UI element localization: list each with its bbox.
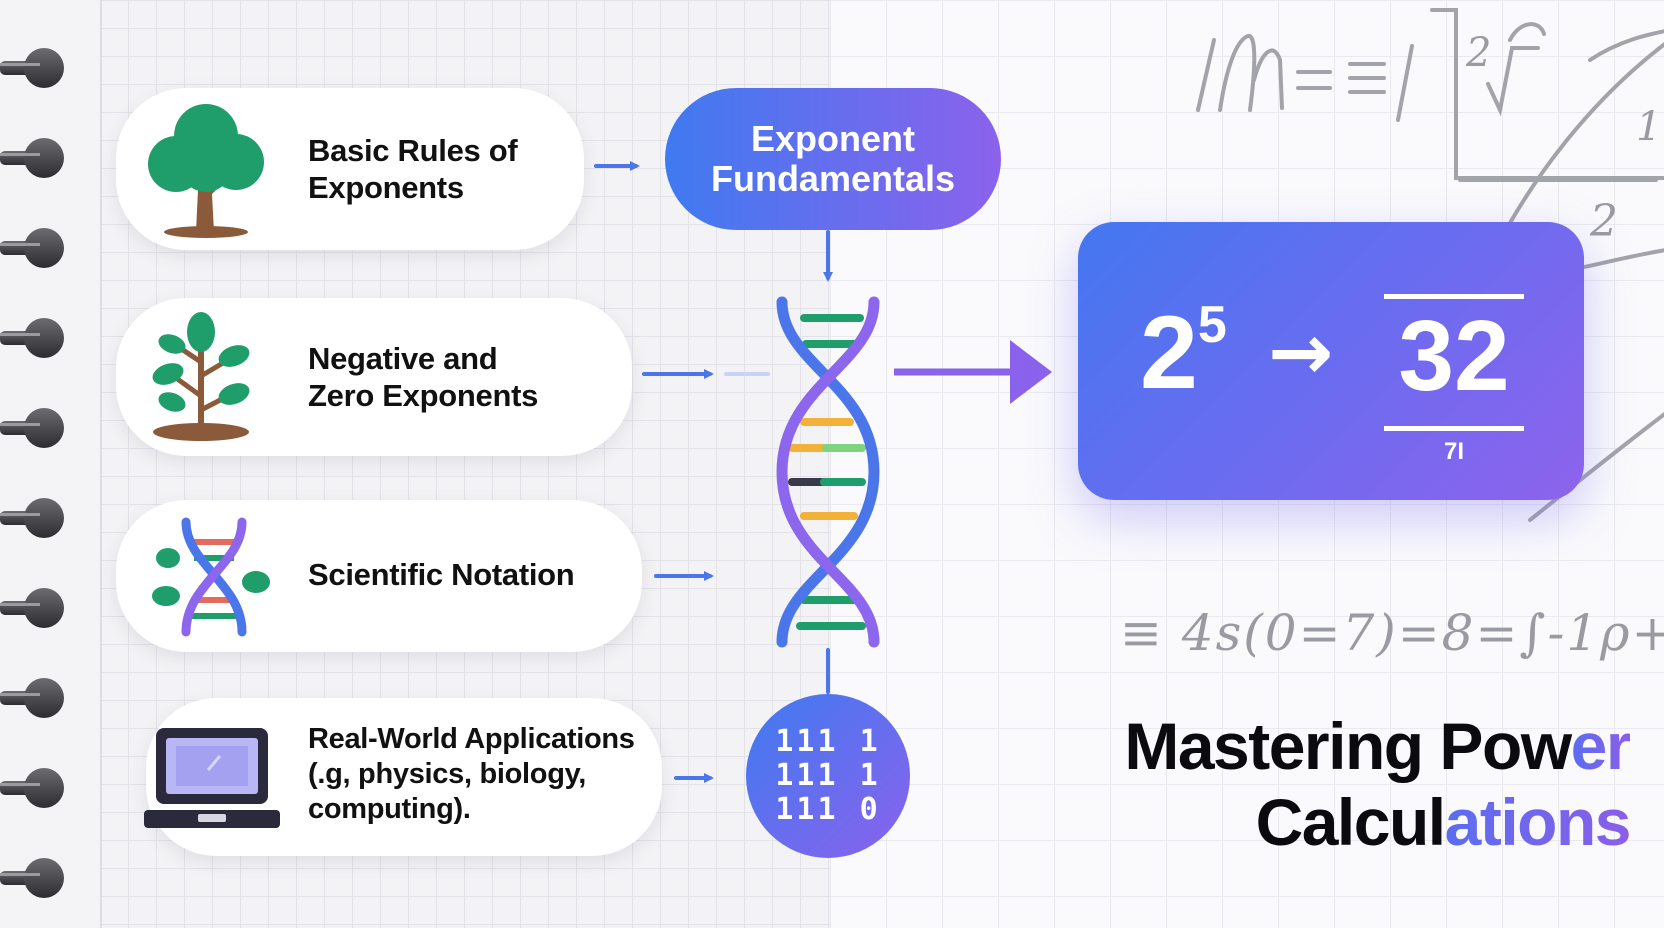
title-line1-accent: er — [1570, 709, 1632, 783]
power-result-box[interactable]: 25 → 32 7I — [1078, 222, 1584, 500]
laptop-icon — [144, 728, 280, 828]
result-note: 7I — [1443, 438, 1464, 465]
topic-card-real-world[interactable]: Real-World Applications (.g, physics, bi… — [144, 698, 662, 856]
exponent-fundamentals-node[interactable]: Exponent Fundamentals — [665, 88, 1001, 230]
svg-text:1: 1 — [1636, 104, 1661, 150]
topic-label-line: (.g, physics, biology, — [308, 758, 587, 790]
title-line2-main: Calcul — [1255, 785, 1447, 859]
spiral-ring — [0, 678, 64, 718]
svg-text:2: 2 — [1589, 196, 1618, 247]
binary-computing-node[interactable]: 111 1 111 1 111 0 — [746, 694, 910, 858]
title-line2-accent: ations — [1444, 785, 1632, 859]
fraction-line-bottom — [1384, 426, 1524, 431]
dna-helix-icon — [776, 296, 880, 648]
topic-label-line: Exponents — [308, 170, 464, 205]
binary-row: 111 1 — [775, 758, 881, 793]
spiral-ring — [0, 318, 64, 358]
topic-label-line: Negative and — [308, 341, 498, 376]
equation-scribble: ≡ 4s(0=7)=8=∫-1ρ+ — [1120, 604, 1664, 662]
power-exponent: 5 — [1197, 296, 1227, 354]
spiral-ring — [0, 408, 64, 448]
spiral-ring — [0, 858, 64, 898]
title-line1-main: Mastering Pow — [1124, 709, 1572, 783]
notebook-spiral — [0, 48, 64, 898]
result-arrow-icon: → — [1268, 308, 1334, 398]
power-base: 2 — [1140, 295, 1198, 411]
power-expression: 25 — [1140, 295, 1227, 411]
hub-label-line: Exponent — [750, 118, 915, 159]
topic-label-line: Basic Rules of — [308, 133, 518, 168]
notebook-margin — [100, 0, 102, 928]
spiral-ring — [0, 48, 64, 88]
spiral-ring — [0, 138, 64, 178]
result-value: 32 — [1398, 300, 1510, 412]
binary-row: 111 1 — [775, 724, 881, 759]
fraction-line-top — [1384, 294, 1524, 299]
svg-text:2: 2 — [1465, 30, 1491, 76]
spiral-ring — [0, 498, 64, 538]
sapling-icon — [152, 312, 250, 441]
topic-label-line: computing). — [308, 793, 471, 825]
dna-icon — [152, 517, 270, 637]
topic-card-basic-rules[interactable]: Basic Rules of Exponents — [116, 88, 584, 250]
spiral-ring — [0, 228, 64, 268]
binary-row: 111 0 — [775, 792, 881, 827]
spiral-ring — [0, 588, 64, 628]
topic-card-scientific-notation[interactable]: Scientific Notation — [116, 500, 642, 652]
topic-label-line: Zero Exponents — [308, 378, 539, 413]
page-title: Mastering Power Calculations — [1030, 708, 1632, 860]
spiral-ring — [0, 768, 64, 808]
tree-icon — [148, 104, 264, 238]
topic-label-line: Scientific Notation — [308, 557, 575, 592]
arrow-helix-to-result — [1010, 340, 1052, 404]
topic-label-line: Real-World Applications — [308, 723, 635, 755]
hub-label-line: Fundamentals — [710, 158, 956, 199]
topic-card-negative-zero[interactable]: Negative and Zero Exponents — [116, 298, 632, 456]
